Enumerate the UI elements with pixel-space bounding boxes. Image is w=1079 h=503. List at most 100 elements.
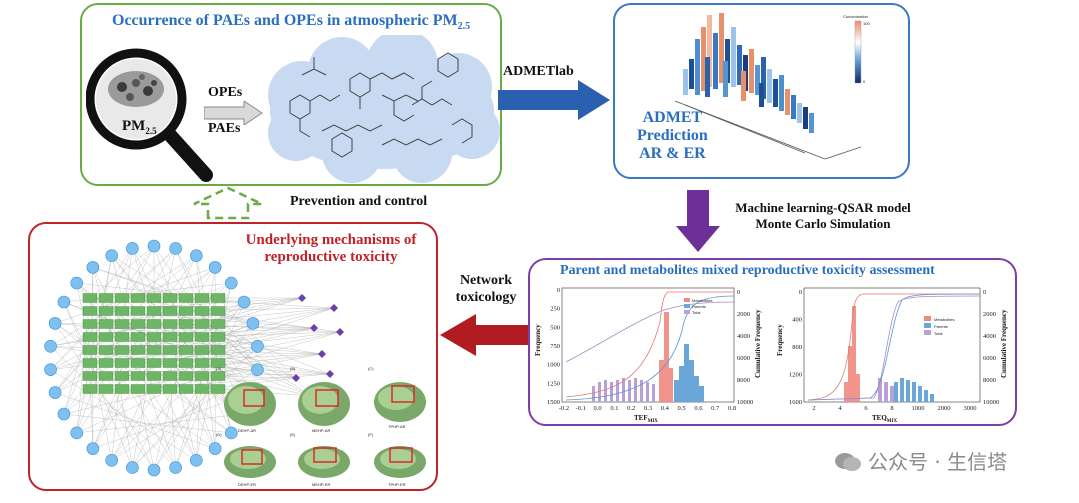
prevention-label: Prevention and control — [290, 194, 428, 209]
network-edge — [63, 248, 133, 415]
target-node — [178, 345, 194, 355]
target-node — [210, 358, 226, 368]
target-node — [82, 384, 98, 394]
y2-tick-label: 0 — [983, 289, 986, 296]
mechanisms-title-line2: reproductive toxicity — [264, 249, 398, 265]
wechat-icon — [834, 451, 862, 473]
chart1-xlabel: TEFMIX — [634, 414, 658, 424]
network-edge — [105, 327, 315, 377]
target-node — [162, 384, 178, 394]
peripheral-node — [147, 239, 161, 253]
chart2-legend-2: Parents — [934, 324, 948, 329]
gray-arrow-icon — [204, 101, 263, 125]
network-edge — [217, 362, 313, 397]
target-node — [210, 293, 226, 303]
y-tick-label: 800 — [792, 344, 802, 351]
x-tick-label: 0.1 — [610, 405, 618, 412]
target-node — [82, 293, 98, 303]
y2-tick-label: 2000 — [737, 311, 750, 318]
peripheral-node — [237, 295, 251, 309]
network-edge — [217, 349, 313, 397]
target-node — [114, 345, 130, 355]
peripheral-node — [86, 442, 100, 455]
dock-label-2: MEHP-AR — [312, 428, 331, 433]
magnifier-icon — [86, 48, 213, 182]
chart1-cum-total — [565, 301, 735, 363]
occurrence-title-text: Occurrence of PAEs and OPEs in atmospher… — [112, 12, 458, 29]
chart2-ylabel: Frequency — [776, 324, 784, 356]
dock-letter-b: (B) — [290, 366, 296, 371]
target-node — [130, 332, 146, 342]
peripheral-node — [44, 339, 57, 353]
target-node — [210, 306, 226, 316]
network-line1: Network — [459, 273, 513, 288]
target-node — [178, 358, 194, 368]
y2-tick-label: 8000 — [737, 377, 750, 384]
network-edge — [63, 297, 203, 415]
y2-tick-label: 6000 — [983, 355, 996, 362]
target-node — [162, 306, 178, 316]
admet-line1: ADMET — [642, 109, 703, 126]
dock-letter-a: (A) — [216, 366, 222, 371]
docking-thumb-6 — [374, 446, 426, 478]
peripheral-node — [224, 276, 238, 290]
target-node — [178, 371, 194, 381]
network-edge — [111, 369, 258, 461]
watermark: 公众号 · 生信塔 — [834, 446, 1007, 475]
x-tick-label: 4 — [838, 405, 842, 412]
chart1-legend: Metabolites Parents Total — [684, 298, 712, 315]
chart2-y2label: Cumulative Frequency — [1000, 309, 1008, 378]
y2-tick-label: 10000 — [737, 399, 753, 406]
colorbar-title: Concentration — [843, 14, 868, 19]
y-tick-label: 1200 — [789, 372, 802, 379]
network-edge — [55, 392, 216, 449]
target-node — [98, 306, 114, 316]
network-edge — [89, 297, 303, 338]
x-tick-label: 1000 — [912, 405, 925, 412]
y-tick-label: 1500 — [547, 399, 560, 406]
network-edge — [153, 323, 254, 471]
target-node — [162, 371, 178, 381]
target-node — [146, 358, 162, 368]
network-target-nodes — [82, 293, 226, 394]
x-tick-label: 0.4 — [661, 405, 670, 412]
x-tick-label: 0.3 — [644, 405, 652, 412]
mechanisms-panel: Underlying mechanisms of reproductive to… — [28, 222, 438, 491]
target-node — [130, 345, 146, 355]
docking-thumb-4 — [224, 446, 276, 478]
dock-label-6: TPHP-ER — [388, 482, 406, 487]
peripheral-node — [126, 461, 139, 474]
network-line2: toxicology — [455, 290, 517, 305]
target-node — [82, 345, 98, 355]
x-tick-label: 0.7 — [711, 405, 720, 412]
target-node — [146, 371, 162, 381]
chart1-ylabel: Frequency — [534, 324, 542, 356]
target-node — [194, 293, 210, 303]
target-node — [162, 345, 178, 355]
target-node — [114, 371, 130, 381]
target-node — [98, 384, 114, 394]
docking-thumb-5 — [298, 446, 350, 478]
x-tick-label: 0.8 — [728, 405, 736, 412]
chart1-cum-metabolites — [565, 291, 734, 398]
network-edge — [63, 301, 133, 468]
network-edge — [92, 267, 187, 299]
x-tick-label: -0.1 — [576, 405, 586, 412]
target-node — [82, 371, 98, 381]
peripheral-node — [147, 463, 161, 477]
compound-node — [298, 294, 306, 302]
chart2-bars — [844, 306, 934, 402]
peripheral-node — [57, 295, 71, 309]
dock-label-5: MEHP-ER — [312, 482, 331, 487]
peripheral-node — [169, 242, 182, 255]
ml-line1: Machine learning-QSAR model — [735, 200, 911, 215]
target-node — [98, 293, 114, 303]
target-node — [210, 319, 226, 329]
paes-label: PAEs — [208, 121, 241, 136]
admet-bars — [683, 13, 814, 133]
target-node — [82, 319, 98, 329]
target-node — [162, 332, 178, 342]
target-node — [210, 371, 226, 381]
y2-tick-label: 4000 — [983, 333, 996, 340]
